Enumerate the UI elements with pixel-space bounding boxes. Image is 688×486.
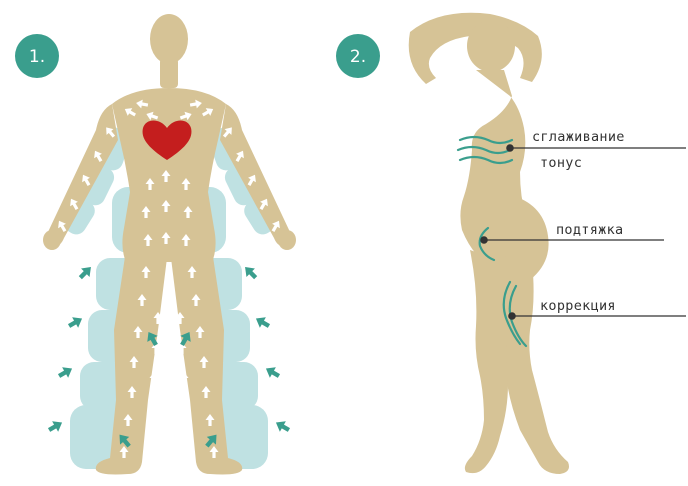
step-1-number: 1. <box>29 47 45 67</box>
label-smoothing: сглаживание <box>532 129 625 145</box>
flow-arrow-icon <box>148 402 157 414</box>
pressure-arrow-icon <box>66 313 85 331</box>
figure-2-body: сглаживание тонус подтяжка коррекция <box>409 13 686 474</box>
pressure-arrow-icon <box>56 363 75 381</box>
flow-arrow-icon <box>182 402 191 414</box>
label-lifting: подтяжка <box>556 222 623 238</box>
step-1-badge: 1. <box>15 34 59 78</box>
pressure-arrow-icon <box>263 363 282 381</box>
body-silhouette-side <box>409 13 569 474</box>
feature-labels: сглаживание тонус подтяжка коррекция <box>532 129 625 314</box>
pressure-arrow-icon <box>241 263 260 282</box>
figure-1-body <box>43 14 296 475</box>
pressure-arrow-icon <box>273 417 292 435</box>
pressure-arrow-icon <box>46 417 65 435</box>
flow-arrow-icon <box>184 434 193 446</box>
label-correction: коррекция <box>540 298 616 314</box>
body-silhouette-front <box>43 14 296 475</box>
label-tone: тонус <box>540 155 582 171</box>
pressure-arrow-icon <box>76 263 95 282</box>
step-2-number: 2. <box>350 47 366 67</box>
pressure-arrow-icon <box>253 313 272 331</box>
step-2-badge: 2. <box>336 34 380 78</box>
flow-arrow-icon <box>146 434 155 446</box>
